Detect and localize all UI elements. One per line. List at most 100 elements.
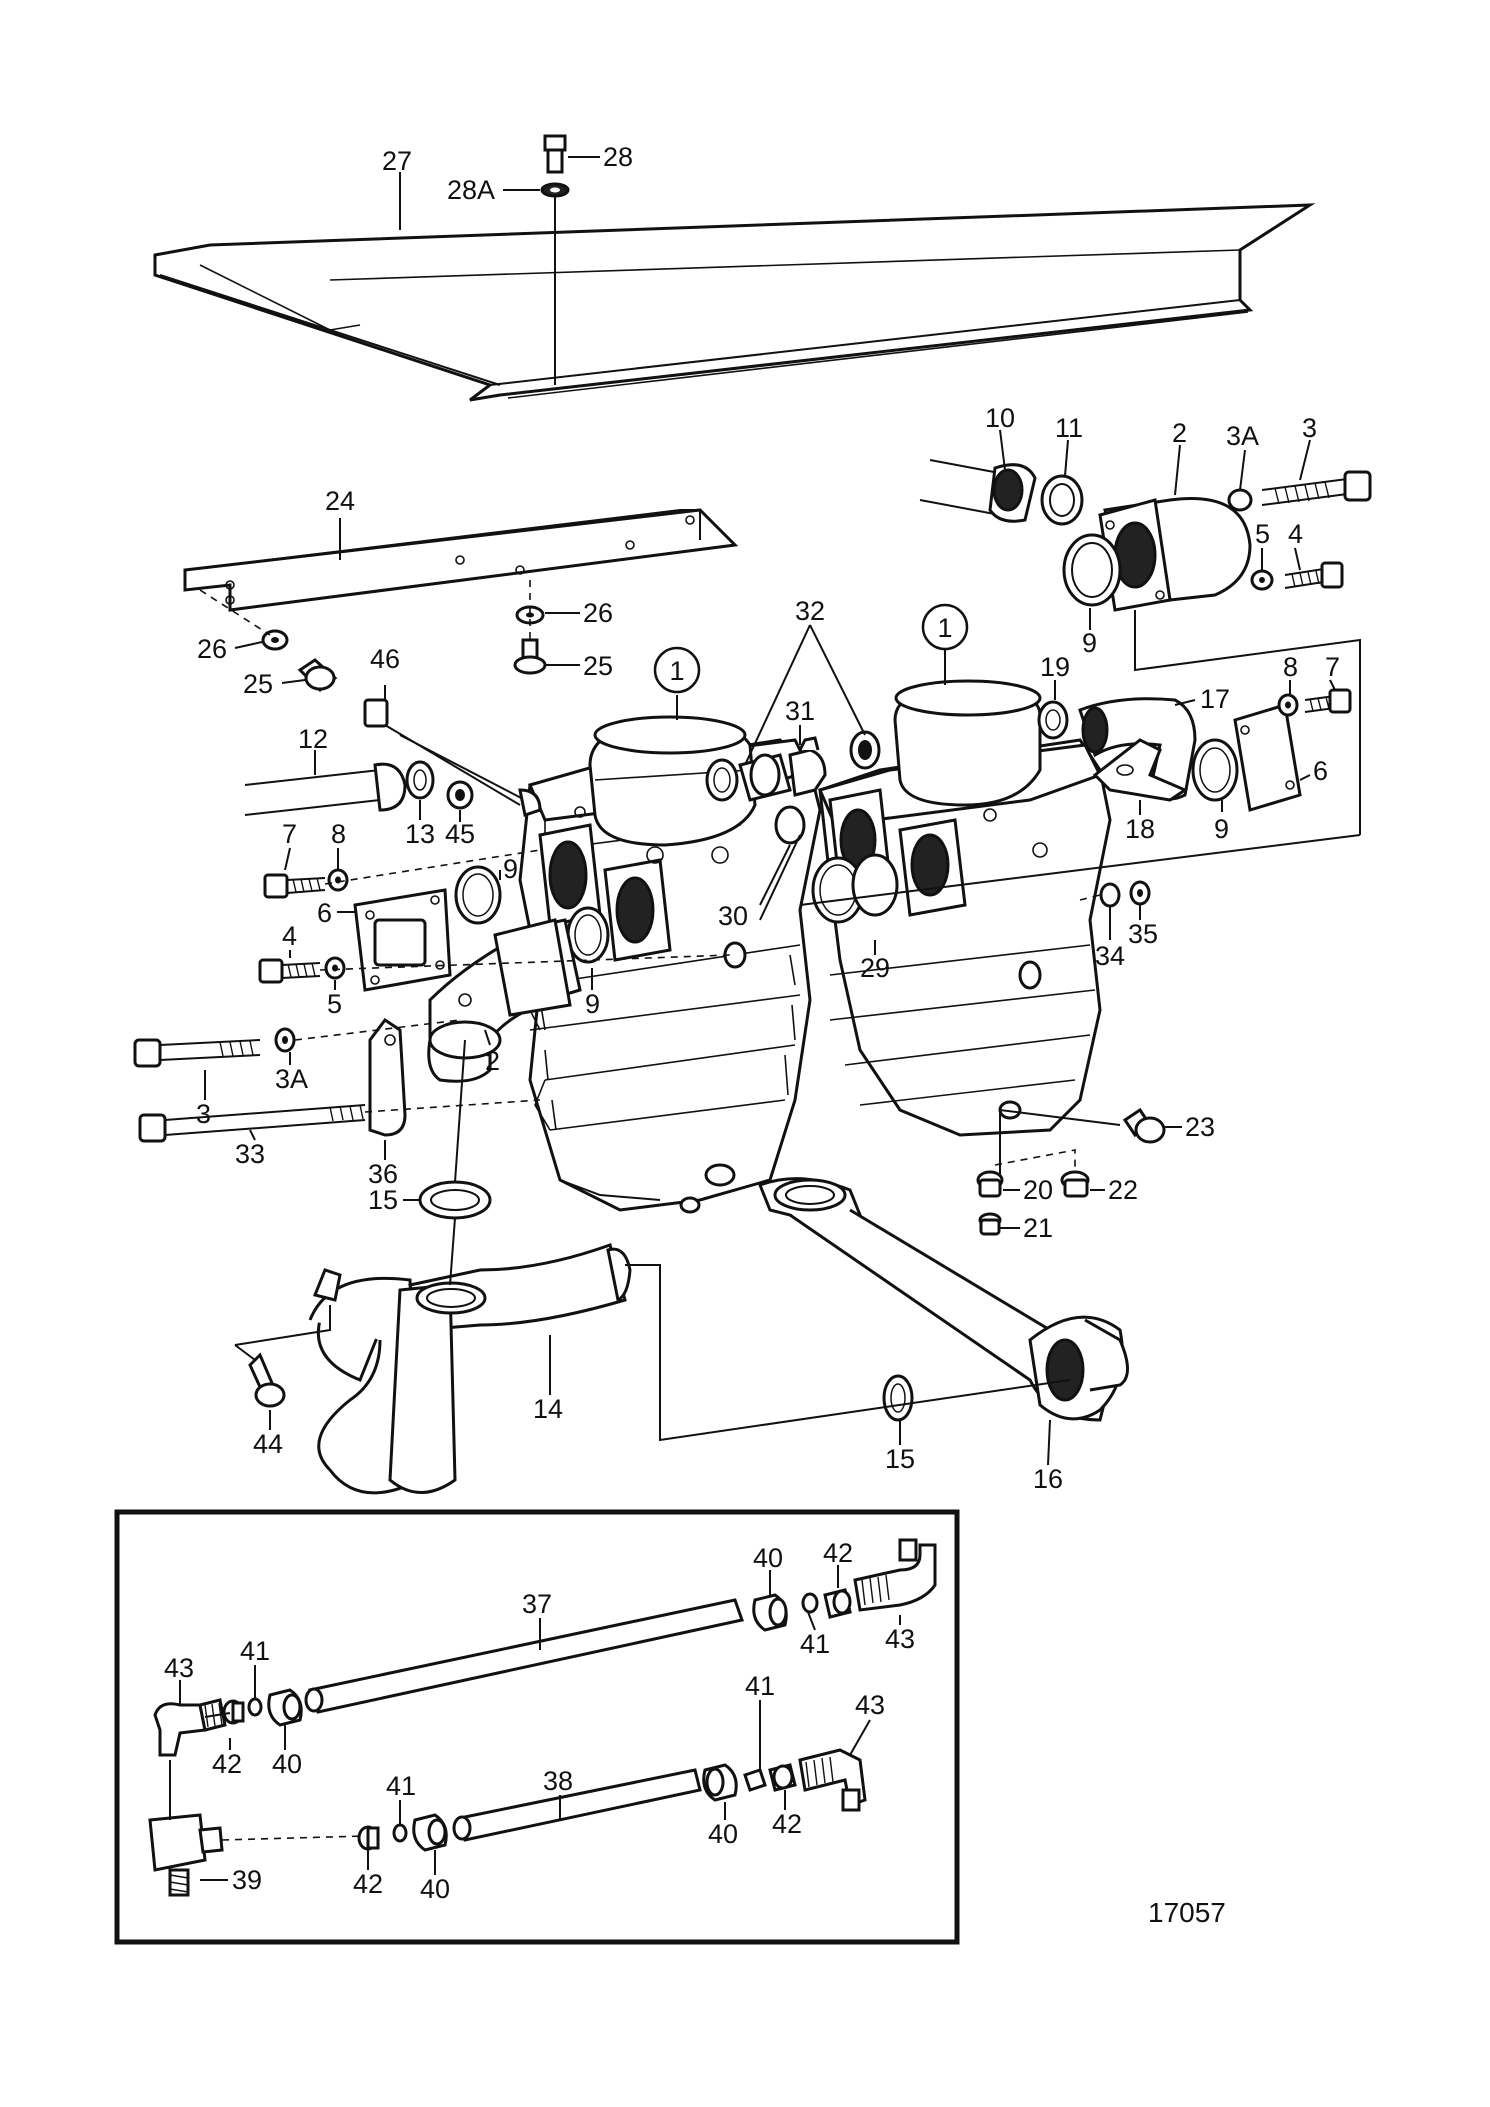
hose-37 <box>304 1598 744 1714</box>
cover-plate-6-left <box>353 888 452 992</box>
label-41-right: 41 <box>745 1671 775 1701</box>
pipe-14 <box>308 1243 632 1495</box>
label-24: 24 <box>325 486 355 516</box>
svg-text:1: 1 <box>937 613 952 643</box>
label-25-center: 25 <box>583 651 613 681</box>
label-29: 29 <box>860 953 890 983</box>
plug-23 <box>1122 1107 1166 1144</box>
label-20: 20 <box>1023 1175 1053 1205</box>
washer-5-upper <box>1250 569 1274 591</box>
elbow-43-center-right <box>798 1748 867 1812</box>
label-40-top-right: 40 <box>753 1543 783 1573</box>
label-9-upper: 9 <box>1082 628 1097 658</box>
label-27: 27 <box>382 146 412 176</box>
assembly-marker-right: 1 <box>921 603 969 651</box>
label-12: 12 <box>298 724 328 754</box>
bolt-7-right <box>1304 688 1352 714</box>
label-41-top-left: 41 <box>240 1636 270 1666</box>
bolt-7-left <box>263 873 326 899</box>
fitting-42-top-right <box>823 1588 852 1619</box>
bolt-28 <box>540 134 570 198</box>
tee-39 <box>148 1760 224 1897</box>
label-22: 22 <box>1108 1175 1138 1205</box>
label-38: 38 <box>543 1766 573 1796</box>
washer-26-left <box>261 629 289 651</box>
label-46: 46 <box>370 644 400 674</box>
nut-40-top-right <box>752 1593 788 1632</box>
gasket-9-left-a <box>454 865 502 925</box>
label-28A: 28A <box>447 175 495 205</box>
label-41-top-right: 41 <box>800 1629 830 1659</box>
gasket-15-upper <box>418 1180 492 1220</box>
label-3A-upper: 3A <box>1226 421 1259 451</box>
plug-21 <box>978 1212 1002 1236</box>
fitting-45 <box>446 780 474 810</box>
bolt-4-upper <box>1284 561 1344 589</box>
plug-20 <box>976 1170 1004 1198</box>
elbow-43-top-right <box>853 1538 937 1612</box>
label-5-upper: 5 <box>1255 519 1270 549</box>
gasket-15-lower <box>882 1374 914 1422</box>
fitting-42-center-right <box>768 1763 797 1792</box>
svg-text:1: 1 <box>669 656 684 686</box>
fitting-42-bottom-left <box>357 1825 380 1851</box>
gasket-29 <box>811 853 899 924</box>
label-17: 17 <box>1200 684 1230 714</box>
label-32: 32 <box>795 596 825 626</box>
gasket-9-upper <box>1062 533 1122 607</box>
label-2-upper: 2 <box>1172 418 1187 448</box>
label-36: 36 <box>368 1159 398 1189</box>
label-7-left: 7 <box>282 819 297 849</box>
hose-end-10 <box>919 459 1037 523</box>
label-16: 16 <box>1033 1464 1063 1494</box>
gasket-9-left-b <box>566 906 610 964</box>
manifold-body-left <box>518 715 822 1214</box>
o-ring-13 <box>405 760 435 800</box>
bolt-25-left <box>297 658 338 693</box>
label-14: 14 <box>533 1394 563 1424</box>
label-21: 21 <box>1023 1213 1053 1243</box>
label-8-right: 8 <box>1283 652 1298 682</box>
nut-40-bottom <box>412 1813 448 1852</box>
washer-5-lower <box>324 956 346 980</box>
label-8-left: 8 <box>331 819 346 849</box>
elbow-2-upper <box>1098 497 1252 612</box>
bolt-3-lower <box>133 1038 261 1068</box>
bolt-3-upper <box>1261 470 1372 506</box>
label-5-lower: 5 <box>327 989 342 1019</box>
label-3-lower: 3 <box>196 1099 211 1129</box>
bolt-33 <box>138 1104 366 1143</box>
washer-8-left <box>327 868 349 892</box>
fitting-31 <box>738 736 827 802</box>
label-40-center: 40 <box>708 1819 738 1849</box>
label-42-center: 42 <box>772 1809 802 1839</box>
label-23: 23 <box>1185 1112 1215 1142</box>
washer-8-right <box>1277 693 1299 717</box>
label-42-bottom: 42 <box>353 1869 383 1899</box>
label-26-center: 26 <box>583 598 613 628</box>
label-40-bottom: 40 <box>420 1874 450 1904</box>
ferrule-41-bottom <box>392 1823 408 1843</box>
label-4-lower: 4 <box>282 921 297 951</box>
label-34: 34 <box>1095 941 1125 971</box>
bolt-44 <box>248 1352 286 1408</box>
label-7-right: 7 <box>1325 652 1340 682</box>
inset-box <box>114 1509 960 1945</box>
cover-plate-6-right <box>1233 703 1302 812</box>
hose-12 <box>244 762 407 816</box>
ferrule-41-top-right <box>801 1592 819 1614</box>
label-42-top-right: 42 <box>823 1538 853 1568</box>
label-40-left: 40 <box>272 1749 302 1779</box>
label-9-right: 9 <box>1214 814 1229 844</box>
label-25-left: 25 <box>243 669 273 699</box>
label-9-left-a: 9 <box>503 854 518 884</box>
figure-reference-number: 17057 <box>1148 1897 1226 1928</box>
label-31: 31 <box>785 696 815 726</box>
bracket-18 <box>1092 738 1189 802</box>
o-ring-30 <box>774 805 806 845</box>
gasket-9-right <box>1191 738 1239 802</box>
o-ring-11 <box>1040 474 1084 526</box>
washer-35 <box>1129 880 1151 906</box>
label-9-left-b: 9 <box>585 989 600 1019</box>
leader-lines <box>199 156 1361 1466</box>
